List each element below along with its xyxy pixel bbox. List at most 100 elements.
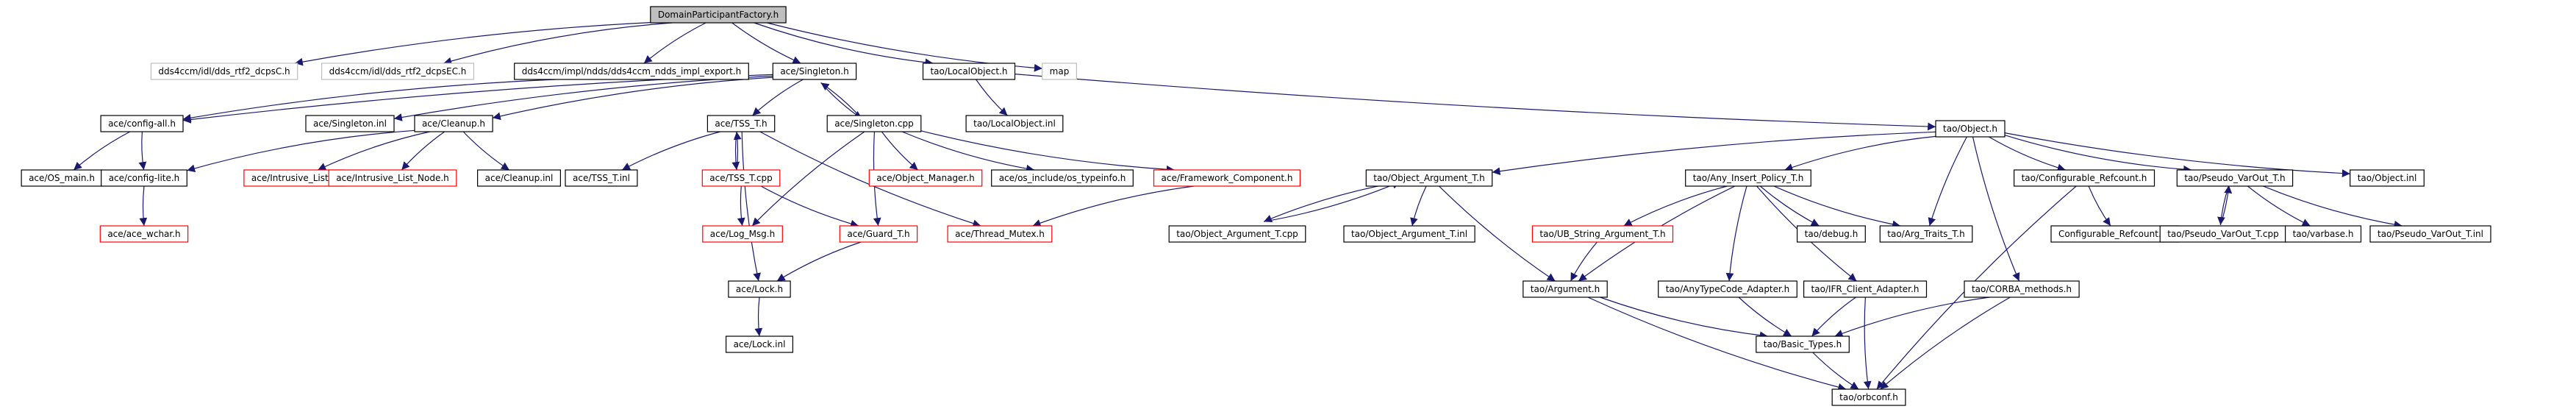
node-label: dds4ccm/idl/dds_rtf2_dcpsEC.h [329,66,467,77]
node-cleanup_inl[interactable]: ace/Cleanup.inl [476,169,561,187]
node-box[interactable] [565,169,638,187]
node-box[interactable] [100,115,184,132]
node-box[interactable] [514,63,749,80]
node-box[interactable] [2285,225,2362,243]
node-box[interactable] [1803,280,1928,298]
node-ub_string_argument[interactable]: tao/UB_String_Argument_T.h [1531,225,1674,243]
node-box[interactable] [1658,280,1797,298]
node-box[interactable] [328,169,457,187]
node-box[interactable] [1531,225,1674,243]
node-box[interactable] [826,115,922,132]
node-object_argument_t_cpp[interactable]: tao/Object_Argument_T.cpp [1168,225,1306,243]
node-tss_t_inl[interactable]: ace/TSS_T.inl [565,169,638,187]
node-root[interactable]: DomainParticipantFactory.h [650,6,787,24]
node-singleton_inl[interactable]: ace/Singleton.inl [305,115,395,132]
node-object_h[interactable]: tao/Object.h [1935,120,2006,138]
node-object_manager[interactable]: ace/Object_Manager.h [868,169,983,187]
node-box[interactable] [2369,225,2491,243]
node-box[interactable] [414,115,493,132]
node-box[interactable] [922,63,1016,80]
node-basic_types[interactable]: tao/Basic_Types.h [1756,335,1850,353]
node-box[interactable] [1042,63,1077,80]
node-arg_traits[interactable]: tao/Arg_Traits_T.h [1879,225,1973,243]
node-box[interactable] [772,63,857,80]
node-box[interactable] [650,6,787,24]
node-argument_h[interactable]: tao/Argument.h [1523,280,1608,298]
node-ace_wchar[interactable]: ace/ace_wchar.h [99,225,189,243]
node-anytypecode_adapter[interactable]: tao/AnyTypeCode_Adapter.h [1658,280,1797,298]
node-pseudo_varout_cpp[interactable]: tao/Pseudo_VarOut_T.cpp [2159,225,2287,243]
node-ndds_export[interactable]: dds4ccm/impl/ndds/dds4ccm_ndds_impl_expo… [514,63,749,80]
node-box[interactable] [947,225,1053,243]
node-box[interactable] [101,169,187,187]
node-os_main[interactable]: ace/OS_main.h [21,169,103,187]
node-tss_t_h[interactable]: ace/TSS_T.h [706,115,776,132]
node-box[interactable] [1935,120,2006,138]
node-log_msg[interactable]: ace/Log_Msg.h [702,225,783,243]
node-configurable_refcount_inl[interactable]: Configurable_Refcount.inl [2050,225,2180,243]
node-box[interactable] [2014,169,2155,187]
node-box[interactable] [728,280,791,298]
node-pseudo_varout_inl[interactable]: tao/Pseudo_VarOut_T.inl [2369,225,2491,243]
node-box[interactable] [965,115,1064,132]
node-box[interactable] [1168,225,1306,243]
node-object_argument_t_inl[interactable]: tao/Object_Argument_T.inl [1343,225,1475,243]
node-os_typeinfo[interactable]: ace/os_include/os_typeinfo.h [991,169,1134,187]
node-lock_h[interactable]: ace/Lock.h [728,280,791,298]
node-rtf2ec[interactable]: dds4ccm/idl/dds_rtf2_dcpsEC.h [321,63,475,80]
node-box[interactable] [1523,280,1608,298]
edge-corba_methods-to-basic_types [1834,296,1990,338]
node-label: ace/Intrusive_List.h [251,173,337,183]
node-box[interactable] [1756,335,1850,353]
node-box[interactable] [1879,225,1973,243]
node-box[interactable] [1964,280,2080,298]
node-box[interactable] [839,225,918,243]
node-localobject_inl[interactable]: tao/LocalObject.inl [965,115,1064,132]
node-box[interactable] [701,169,781,187]
node-box[interactable] [1797,225,1866,243]
node-box[interactable] [991,169,1134,187]
node-box[interactable] [150,63,298,80]
node-box[interactable] [706,115,776,132]
node-label: dds4ccm/impl/ndds/dds4ccm_ndds_impl_expo… [522,66,742,77]
node-box[interactable] [702,225,783,243]
node-corba_methods[interactable]: tao/CORBA_methods.h [1964,280,2080,298]
node-map[interactable]: map [1042,63,1077,80]
node-box[interactable] [305,115,395,132]
node-any_insert_policy[interactable]: tao/Any_Insert_Policy_T.h [1685,169,1811,187]
node-tss_t_cpp[interactable]: ace/TSS_T.cpp [701,169,781,187]
node-singleton_h[interactable]: ace/Singleton.h [772,63,857,80]
node-box[interactable] [2176,169,2294,187]
node-localobject_h[interactable]: tao/LocalObject.h [922,63,1016,80]
node-config_all[interactable]: ace/config-all.h [100,115,184,132]
node-config_lite[interactable]: ace/config-lite.h [101,169,187,187]
node-pseudo_varout_h[interactable]: tao/Pseudo_VarOut_T.h [2176,169,2294,187]
node-box[interactable] [99,225,189,243]
node-box[interactable] [476,169,561,187]
node-thread_mutex[interactable]: ace/Thread_Mutex.h [947,225,1053,243]
node-intrusive_list_node[interactable]: ace/Intrusive_List_Node.h [328,169,457,187]
node-box[interactable] [725,335,793,353]
node-ifr_client_adapter[interactable]: tao/IFR_Client_Adapter.h [1803,280,1928,298]
node-box[interactable] [868,169,983,187]
node-object_argument_t_h[interactable]: tao/Object_Argument_T.h [1365,169,1493,187]
node-object_inl[interactable]: tao/Object.inl [2350,169,2425,187]
node-lock_inl[interactable]: ace/Lock.inl [725,335,793,353]
node-singleton_cpp[interactable]: ace/Singleton.cpp [826,115,922,132]
node-framework_component[interactable]: ace/Framework_Component.h [1153,169,1300,187]
node-box[interactable] [1153,169,1300,187]
node-guard_t[interactable]: ace/Guard_T.h [839,225,918,243]
node-configurable_refcount[interactable]: tao/Configurable_Refcount.h [2014,169,2155,187]
node-cleanup_h[interactable]: ace/Cleanup.h [414,115,493,132]
node-box[interactable] [1365,169,1493,187]
node-box[interactable] [1343,225,1475,243]
nodes-layer: DomainParticipantFactory.h dds4ccm/idl/dd… [21,6,2491,406]
node-debug_h[interactable]: tao/debug.h [1797,225,1866,243]
node-box[interactable] [1831,388,1906,406]
node-rtf2c[interactable]: dds4ccm/idl/dds_rtf2_dcpsC.h [150,63,298,80]
node-box[interactable] [321,63,475,80]
node-box[interactable] [2350,169,2425,187]
node-orbconf[interactable]: tao/orbconf.h [1831,388,1906,406]
node-box[interactable] [1685,169,1811,187]
node-varbase[interactable]: tao/varbase.h [2285,225,2362,243]
